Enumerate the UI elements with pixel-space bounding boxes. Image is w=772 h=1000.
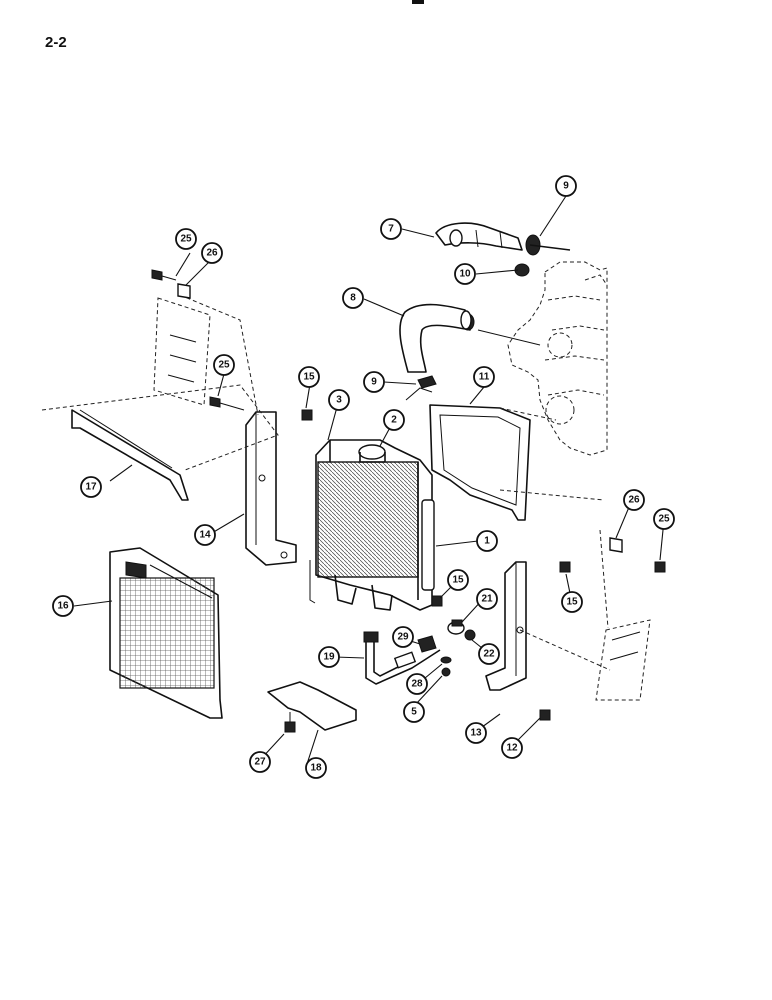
radiator-3	[309, 439, 435, 611]
svg-text:2: 2	[391, 415, 397, 426]
lower-hose-8	[399, 303, 472, 373]
drain-cock-21	[447, 619, 465, 635]
title-fragment	[412, 0, 424, 4]
radiator-bracket-13	[485, 561, 527, 691]
svg-text:29: 29	[397, 632, 409, 643]
callout-9-lower: 9	[363, 371, 385, 393]
callout-19: 19	[318, 646, 340, 668]
svg-text:25: 25	[180, 234, 192, 245]
radiator-bracket-14	[245, 411, 297, 566]
svg-text:21: 21	[481, 594, 493, 605]
fitting-29	[417, 635, 437, 653]
lower-bracket-17	[71, 409, 189, 501]
callout-8: 8	[342, 287, 364, 309]
callout-2: 2	[383, 409, 405, 431]
fan-shroud-11	[429, 404, 557, 521]
page-number: 2-2	[45, 34, 67, 51]
clip-26-right	[609, 537, 623, 553]
svg-text:1: 1	[484, 536, 490, 547]
callout-25-right: 25	[653, 508, 675, 530]
svg-text:17: 17	[85, 482, 97, 493]
svg-text:15: 15	[566, 597, 578, 608]
callout-9-top: 9	[555, 175, 577, 197]
svg-text:11: 11	[479, 372, 490, 383]
bolt-15-left	[301, 409, 313, 421]
mounting-alignment-line-left	[41, 384, 279, 471]
drain-pipe-19	[363, 631, 441, 685]
svg-text:26: 26	[628, 495, 640, 506]
svg-text:12: 12	[506, 743, 518, 754]
svg-text:26: 26	[206, 248, 218, 259]
callout-26-right: 26	[623, 489, 645, 511]
bolt-25-right	[654, 561, 666, 573]
callout-29: 29	[392, 626, 414, 648]
callout-13: 13	[465, 722, 487, 744]
callouts: 1 2 3 5 7 8 9 9 10 11 12 13 14 15 15 15 …	[52, 175, 675, 779]
callout-27: 27	[249, 751, 271, 773]
svg-text:28: 28	[411, 679, 423, 690]
side-panel-left	[153, 294, 259, 416]
svg-text:14: 14	[199, 530, 211, 541]
callout-14: 14	[194, 524, 216, 546]
callout-7: 7	[380, 218, 402, 240]
callout-17: 17	[80, 476, 102, 498]
callout-15-left: 15	[298, 366, 320, 388]
washer-28	[440, 656, 452, 664]
svg-text:9: 9	[563, 181, 569, 192]
svg-text:16: 16	[57, 601, 69, 612]
svg-text:9: 9	[371, 377, 377, 388]
front-grille-16	[109, 547, 223, 719]
bolt-25-left-middle	[209, 396, 245, 411]
svg-text:15: 15	[452, 575, 464, 586]
callout-16: 16	[52, 595, 74, 617]
bolt-25-left-top	[151, 269, 177, 281]
hose-clamp-9-top	[525, 234, 571, 256]
callout-15-center: 15	[447, 569, 469, 591]
radiator-cap-2	[358, 444, 386, 463]
cover-plate-18	[267, 681, 357, 731]
svg-text:5: 5	[411, 707, 417, 718]
callout-25-left-top: 25	[175, 228, 197, 250]
svg-text:10: 10	[459, 269, 471, 280]
svg-text:25: 25	[658, 514, 670, 525]
svg-text:22: 22	[483, 649, 495, 660]
drain-plug-5	[441, 667, 451, 677]
callout-10: 10	[454, 263, 476, 285]
bolt-27	[284, 712, 296, 733]
svg-text:3: 3	[336, 395, 342, 406]
callout-15-right: 15	[561, 591, 583, 613]
callout-12: 12	[501, 737, 523, 759]
upper-hose-7	[435, 222, 523, 251]
svg-text:19: 19	[323, 652, 335, 663]
callout-22: 22	[478, 643, 500, 665]
svg-text:25: 25	[218, 360, 230, 371]
svg-text:15: 15	[303, 372, 315, 383]
callout-21: 21	[476, 588, 498, 610]
svg-text:27: 27	[254, 757, 266, 768]
bolt-15-center	[431, 595, 443, 607]
callout-25-left-middle: 25	[213, 354, 235, 376]
hose-clamp-9-lower	[405, 375, 437, 401]
svg-text:18: 18	[310, 763, 322, 774]
engine-outline	[507, 261, 608, 456]
callout-3: 3	[328, 389, 350, 411]
callout-28: 28	[406, 673, 428, 695]
bolt-15-right	[559, 561, 571, 573]
cap-22	[464, 629, 476, 641]
callout-11: 11	[473, 366, 495, 388]
svg-text:13: 13	[470, 728, 482, 739]
svg-text:7: 7	[388, 224, 394, 235]
callout-18: 18	[305, 757, 327, 779]
side-panel-right	[499, 489, 651, 701]
clip-26-left	[177, 283, 191, 299]
svg-text:8: 8	[350, 293, 356, 304]
callout-5: 5	[403, 701, 425, 723]
bolt-12	[539, 709, 551, 721]
callout-26-left: 26	[201, 242, 223, 264]
callout-1: 1	[476, 530, 498, 552]
leader-lines	[73, 195, 665, 765]
